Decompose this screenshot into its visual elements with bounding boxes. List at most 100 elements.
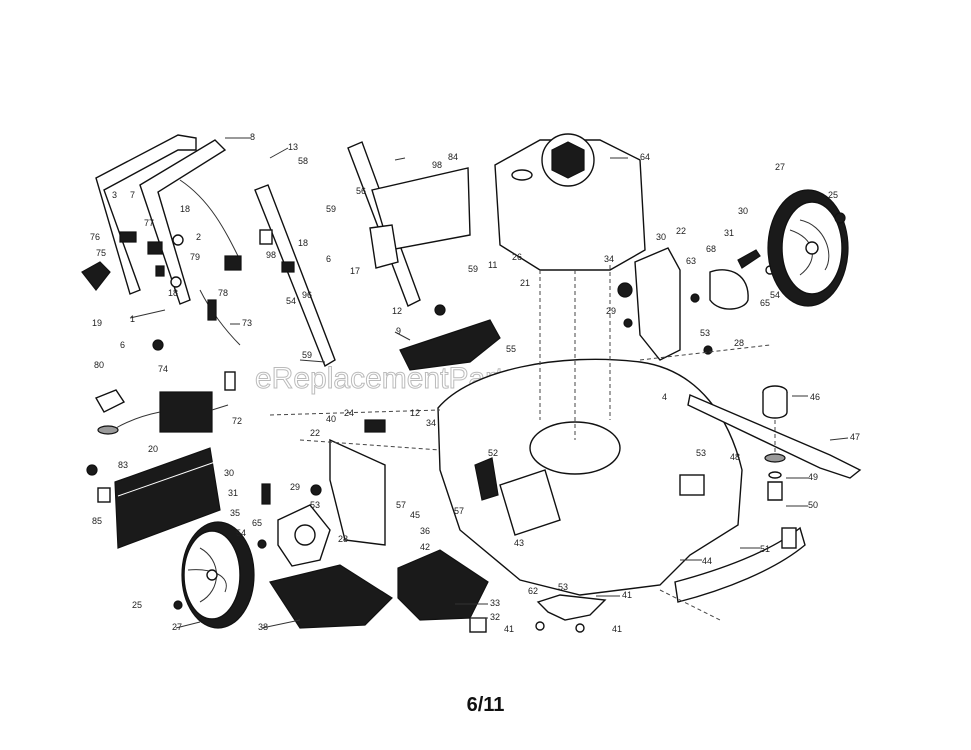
callout-30-b: 30 bbox=[656, 232, 666, 242]
callout-18-a: 18 bbox=[180, 204, 190, 214]
charger bbox=[94, 389, 161, 435]
callout-63: 63 bbox=[686, 256, 696, 266]
grass-bag-upper bbox=[369, 167, 471, 269]
front-height-bracket bbox=[617, 247, 713, 361]
callout-64: 64 bbox=[640, 152, 650, 162]
callout-56: 56 bbox=[356, 186, 366, 196]
callout-30-a: 30 bbox=[738, 206, 748, 216]
callout-55: 55 bbox=[506, 344, 516, 354]
mulch-bracket bbox=[535, 594, 607, 633]
callout-58: 58 bbox=[298, 156, 308, 166]
callout-79: 79 bbox=[190, 252, 200, 262]
discharge-chute bbox=[399, 319, 501, 371]
callout-54-a: 54 bbox=[286, 296, 296, 306]
callout-73: 73 bbox=[242, 318, 252, 328]
rear-bracket-plate bbox=[329, 419, 386, 546]
callout-2: 2 bbox=[196, 232, 201, 242]
key-connector bbox=[224, 371, 236, 391]
callout-6-b: 6 bbox=[120, 340, 125, 350]
callout-36: 36 bbox=[420, 526, 430, 536]
callout-68: 68 bbox=[706, 244, 716, 254]
callout-32: 32 bbox=[490, 612, 500, 622]
callout-41-a: 41 bbox=[622, 590, 632, 600]
callout-22-b: 22 bbox=[310, 428, 320, 438]
callout-42: 42 bbox=[420, 542, 430, 552]
callout-98: 98 bbox=[432, 160, 442, 170]
callout-30-c: 30 bbox=[224, 468, 234, 478]
grass-bag bbox=[269, 564, 393, 629]
callout-49: 49 bbox=[808, 472, 818, 482]
callout-53-d: 53 bbox=[558, 582, 568, 592]
callout-34-b: 34 bbox=[426, 418, 436, 428]
callout-11: 11 bbox=[488, 260, 497, 270]
callout-44: 44 bbox=[702, 556, 712, 566]
callout-3: 3 bbox=[112, 190, 117, 200]
callout-38: 38 bbox=[258, 622, 268, 632]
control-cable bbox=[179, 179, 242, 346]
callout-47: 47 bbox=[850, 432, 860, 442]
callout-1: 1 bbox=[130, 314, 135, 324]
callout-54-b: 54 bbox=[770, 290, 780, 300]
callout-57-b: 57 bbox=[454, 506, 464, 516]
callout-31-a: 31 bbox=[724, 228, 734, 238]
front-height-adjuster bbox=[709, 249, 775, 310]
callout-20: 20 bbox=[148, 444, 158, 454]
side-discharge bbox=[397, 549, 489, 633]
callout-19: 19 bbox=[92, 318, 102, 328]
callout-76: 76 bbox=[90, 232, 100, 242]
callout-21: 21 bbox=[520, 278, 530, 288]
callout-78: 78 bbox=[218, 288, 228, 298]
callout-22-a: 22 bbox=[676, 226, 686, 236]
callout-77: 77 bbox=[144, 218, 154, 228]
callout-18-b: 18 bbox=[168, 288, 178, 298]
callout-45: 45 bbox=[410, 510, 420, 520]
callout-59-b: 59 bbox=[468, 264, 478, 274]
callout-52: 52 bbox=[488, 448, 498, 458]
callout-12-a: 12 bbox=[392, 306, 402, 316]
rear-height-adjuster bbox=[257, 483, 331, 567]
callout-72: 72 bbox=[232, 416, 242, 426]
callout-6-a: 6 bbox=[326, 254, 331, 264]
callout-84: 84 bbox=[448, 152, 458, 162]
front-right-wheel bbox=[767, 189, 849, 307]
callout-29-a: 29 bbox=[606, 306, 616, 316]
callout-85: 85 bbox=[92, 516, 102, 526]
callout-62: 62 bbox=[528, 586, 538, 596]
battery bbox=[159, 391, 229, 433]
blade-adapter bbox=[762, 385, 788, 501]
callout-25-b: 25 bbox=[132, 600, 142, 610]
callout-9: 9 bbox=[396, 326, 401, 336]
callout-57-a: 57 bbox=[396, 500, 406, 510]
callout-17: 17 bbox=[350, 266, 360, 276]
callout-54-c: 54 bbox=[236, 528, 246, 538]
callout-33: 33 bbox=[490, 598, 500, 608]
callout-51: 51 bbox=[760, 544, 770, 554]
callout-25-a: 25 bbox=[828, 190, 838, 200]
callout-27-b: 27 bbox=[172, 622, 182, 632]
callout-26: 26 bbox=[512, 252, 522, 262]
callout-59-a: 59 bbox=[326, 204, 336, 214]
callout-53-a: 53 bbox=[700, 328, 710, 338]
callout-31-b: 31 bbox=[228, 488, 238, 498]
callout-83: 83 bbox=[118, 460, 128, 470]
callout-65-b: 65 bbox=[252, 518, 262, 528]
callout-18-c: 18 bbox=[298, 238, 308, 248]
engine bbox=[494, 133, 646, 440]
callout-8: 8 bbox=[250, 132, 255, 142]
callout-53-b: 53 bbox=[696, 448, 706, 458]
rear-left-wheel bbox=[173, 521, 255, 629]
callout-48: 48 bbox=[730, 452, 740, 462]
callout-4: 4 bbox=[662, 392, 667, 402]
lower-handle bbox=[254, 141, 446, 368]
callout-50: 50 bbox=[808, 500, 818, 510]
callout-12-b: 12 bbox=[410, 408, 420, 418]
callout-65-a: 65 bbox=[760, 298, 770, 308]
callout-34-a: 34 bbox=[604, 254, 614, 264]
callout-96: 96 bbox=[302, 290, 312, 300]
blade bbox=[687, 394, 862, 479]
callout-40: 40 bbox=[326, 414, 336, 424]
callout-24: 24 bbox=[344, 408, 354, 418]
page-number: 6/11 bbox=[466, 694, 505, 716]
callout-28-a: 28 bbox=[734, 338, 744, 348]
